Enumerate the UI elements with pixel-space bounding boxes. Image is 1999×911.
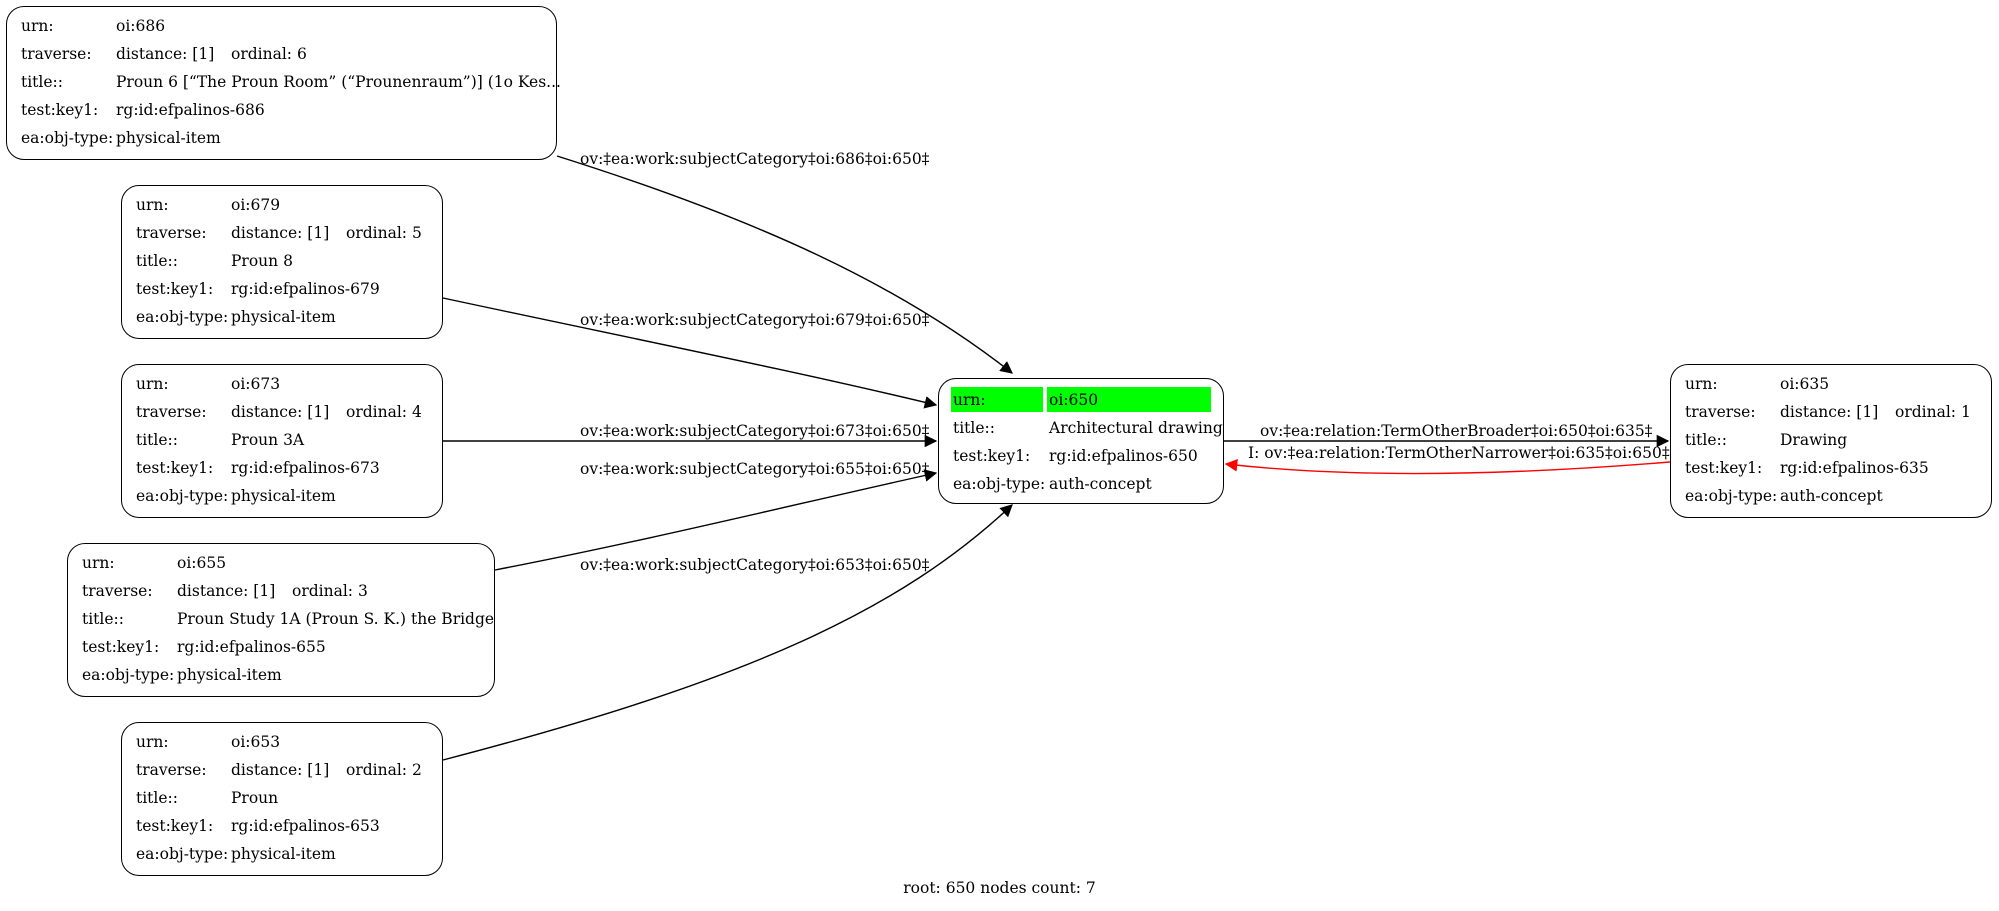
objtype-value: physical-item <box>231 308 336 326</box>
edge-label-653: ov:‡ea:work:subjectCategory‡oi:653‡oi:65… <box>580 556 930 574</box>
traverse-key: traverse: <box>136 761 207 779</box>
urn-key: urn: <box>21 17 54 35</box>
title-key: title:: <box>1685 431 1727 449</box>
node-oi-679[interactable]: urn: oi:679 traverse: distance: [1] ordinal… <box>121 185 443 339</box>
key1-key: test:key1: <box>953 447 1031 465</box>
node-oi-653[interactable]: urn: oi:653 traverse: distance: [1] ordinal… <box>121 722 443 876</box>
distance-value: distance: [1] <box>1780 403 1879 421</box>
title-value: Drawing <box>1780 431 1848 449</box>
traverse-key: traverse: <box>1685 403 1756 421</box>
urn-value: oi:650 <box>1049 391 1099 409</box>
edge-label-broader: ov:‡ea:relation:TermOtherBroader‡oi:650‡… <box>1260 422 1653 440</box>
objtype-value: physical-item <box>231 845 336 863</box>
key1-key: test:key1: <box>136 280 214 298</box>
distance-value: distance: [1] <box>231 761 330 779</box>
objtype-key: ea:obj-type: <box>82 666 175 684</box>
title-value: Proun Study 1A (Proun S. K.) the Bridge <box>177 610 495 628</box>
key1-key: test:key1: <box>136 817 214 835</box>
objtype-value: physical-item <box>116 129 221 147</box>
title-value: Proun 8 <box>231 252 293 270</box>
node-oi-635[interactable]: urn: oi:635 traverse: distance: [1] ordinal… <box>1670 364 1992 518</box>
ordinal-value: ordinal: 3 <box>292 582 368 600</box>
traverse-key: traverse: <box>82 582 153 600</box>
title-key: title:: <box>82 610 124 628</box>
key1-key: test:key1: <box>21 101 99 119</box>
objtype-value: auth-concept <box>1780 487 1883 505</box>
urn-key: urn: <box>136 375 169 393</box>
objtype-key: ea:obj-type: <box>136 487 229 505</box>
key1-key: test:key1: <box>136 459 214 477</box>
objtype-key: ea:obj-type: <box>953 475 1046 493</box>
node-oi-650-root[interactable]: urn:oi:650 title::Architectural drawing … <box>938 378 1224 504</box>
objtype-key: ea:obj-type: <box>1685 487 1778 505</box>
objtype-value: physical-item <box>231 487 336 505</box>
urn-value: oi:635 <box>1780 375 1830 393</box>
urn-value: oi:686 <box>116 17 166 35</box>
ordinal-value: ordinal: 4 <box>346 403 422 421</box>
urn-key: urn: <box>82 554 115 572</box>
ordinal-value: ordinal: 2 <box>346 761 422 779</box>
urn-key: urn: <box>953 391 986 409</box>
objtype-value: physical-item <box>177 666 282 684</box>
node-oi-655[interactable]: urn: oi:655 traverse: distance: [1] ordinal… <box>67 543 495 697</box>
edge-686-650 <box>556 155 1013 374</box>
urn-value: oi:653 <box>231 733 281 751</box>
urn-key: urn: <box>1685 375 1718 393</box>
key1-value: rg:id:efpalinos-686 <box>116 101 265 119</box>
title-key: title:: <box>21 73 63 91</box>
urn-value: oi:679 <box>231 196 281 214</box>
objtype-value: auth-concept <box>1049 475 1152 493</box>
distance-value: distance: [1] <box>231 224 330 242</box>
key1-value: rg:id:efpalinos-635 <box>1780 459 1929 477</box>
key1-value: rg:id:efpalinos-673 <box>231 459 380 477</box>
edge-655-650 <box>494 469 938 571</box>
ordinal-value: ordinal: 6 <box>231 45 307 63</box>
edge-label-686: ov:‡ea:work:subjectCategory‡oi:686‡oi:65… <box>580 150 930 168</box>
key1-value: rg:id:efpalinos-653 <box>231 817 380 835</box>
traverse-key: traverse: <box>136 403 207 421</box>
node-oi-673[interactable]: urn: oi:673 traverse: distance: [1] ordinal… <box>121 364 443 518</box>
title-key: title:: <box>953 419 995 437</box>
node-oi-686[interactable]: urn: oi:686 traverse: distance: [1] ordinal… <box>6 6 561 160</box>
traverse-key: traverse: <box>136 224 207 242</box>
title-value: Proun 6 [“The Proun Room” (“Prounenraum”… <box>116 73 561 91</box>
urn-key: urn: <box>136 196 169 214</box>
title-key: title:: <box>136 789 178 807</box>
distance-value: distance: [1] <box>231 403 330 421</box>
edge-679-650 <box>442 297 938 409</box>
key1-key: test:key1: <box>1685 459 1763 477</box>
key1-value: rg:id:efpalinos-679 <box>231 280 380 298</box>
root-urn-value-highlight <box>1047 387 1211 412</box>
title-key: title:: <box>136 431 178 449</box>
title-value: Architectural drawing <box>1049 419 1223 437</box>
distance-value: distance: [1] <box>116 45 215 63</box>
edge-653-650 <box>442 504 1013 761</box>
urn-value: oi:673 <box>231 375 281 393</box>
title-key: title:: <box>136 252 178 270</box>
edge-label-655: ov:‡ea:work:subjectCategory‡oi:655‡oi:65… <box>580 460 930 478</box>
root-urn-key-highlight <box>951 387 1043 412</box>
urn-value: oi:655 <box>177 554 227 572</box>
edge-label-narrower: I: ov:‡ea:relation:TermOtherNarrower‡oi:… <box>1248 444 1670 462</box>
ordinal-value: ordinal: 1 <box>1895 403 1971 421</box>
title-value: Proun 3A <box>231 431 305 449</box>
graph-footer: root: 650 nodes count: 7 <box>903 879 1096 897</box>
distance-value: distance: [1] <box>177 582 276 600</box>
objtype-key: ea:obj-type: <box>136 308 229 326</box>
ordinal-value: ordinal: 5 <box>346 224 422 242</box>
edge-label-673: ov:‡ea:work:subjectCategory‡oi:673‡oi:65… <box>580 422 930 440</box>
urn-key: urn: <box>136 733 169 751</box>
key1-value: rg:id:efpalinos-650 <box>1049 447 1198 465</box>
title-value: Proun <box>231 789 279 807</box>
key1-key: test:key1: <box>82 638 160 656</box>
traverse-key: traverse: <box>21 45 92 63</box>
objtype-key: ea:obj-type: <box>136 845 229 863</box>
key1-value: rg:id:efpalinos-655 <box>177 638 326 656</box>
edge-label-679: ov:‡ea:work:subjectCategory‡oi:679‡oi:65… <box>580 311 930 329</box>
edge-635-650-narrower <box>1224 459 1671 475</box>
objtype-key: ea:obj-type: <box>21 129 114 147</box>
